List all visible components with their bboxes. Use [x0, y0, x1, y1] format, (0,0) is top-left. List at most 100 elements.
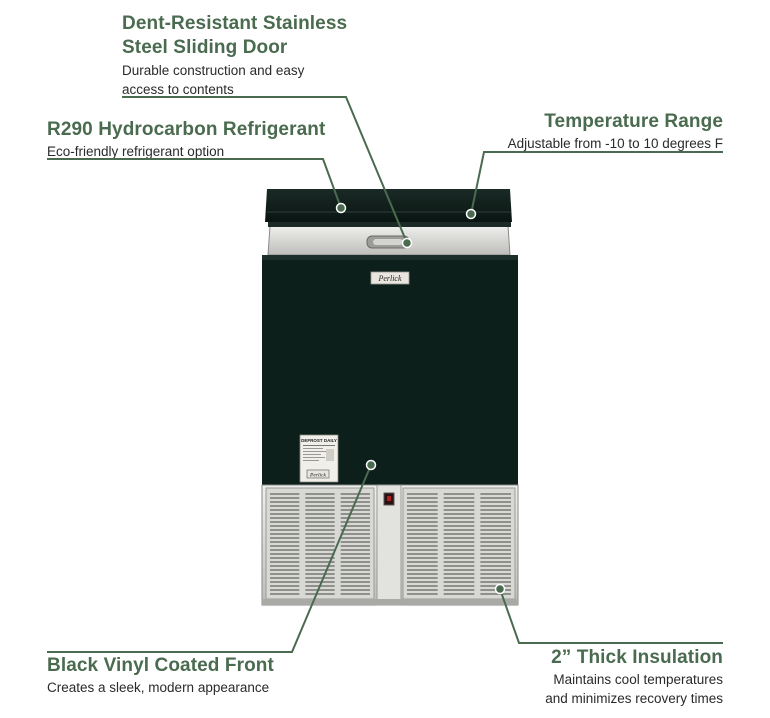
louver-slat	[340, 573, 370, 575]
louver-slat	[407, 513, 438, 515]
dot-refrigerant	[335, 202, 347, 214]
louver-slat	[270, 549, 300, 551]
louver-slat	[407, 569, 438, 571]
louver-slat	[407, 589, 438, 591]
louver-slat	[480, 505, 511, 507]
louver-slat	[340, 553, 370, 555]
louver-slat	[443, 537, 475, 539]
louver-slat	[443, 501, 475, 503]
louver-slat	[305, 545, 335, 547]
louver-slat	[443, 565, 475, 567]
louver-slat	[407, 529, 438, 531]
louver-slat	[480, 549, 511, 551]
louver-slat	[407, 593, 438, 595]
louver-slat	[270, 553, 300, 555]
louver-slat	[270, 589, 300, 591]
callout-insulation-title: 2” Thick Insulation	[551, 647, 723, 668]
louver-slat	[305, 493, 335, 495]
callout-insulation-desc-1: Maintains cool temperatures	[553, 672, 723, 687]
louver-slat	[480, 493, 511, 495]
louver-slat	[407, 561, 438, 563]
louver-slat	[443, 577, 475, 579]
louver-slat	[270, 585, 300, 587]
louver-slat	[407, 521, 438, 523]
louver-slat	[407, 573, 438, 575]
louver-slat	[305, 505, 335, 507]
louver-slat	[443, 513, 475, 515]
louver-slat	[443, 541, 475, 543]
louver-slat	[270, 561, 300, 563]
leader-line-temperature	[470, 151, 723, 215]
leader-line-door	[122, 96, 408, 244]
louver-slat	[407, 493, 438, 495]
callout-temperature: Temperature Range Adjustable from -10 to…	[508, 110, 723, 153]
louver-slat	[480, 569, 511, 571]
louver-slat	[407, 577, 438, 579]
louver-slat	[340, 589, 370, 591]
louver-slat	[407, 581, 438, 583]
callout-insulation-desc-2: and minimizes recovery times	[545, 691, 723, 706]
louver-slat	[305, 581, 335, 583]
louver-slat	[270, 505, 300, 507]
louver-slat	[270, 509, 300, 511]
leader-line-front	[47, 464, 372, 653]
louver-slat	[340, 505, 370, 507]
louver-slat	[340, 541, 370, 543]
louver-slat	[443, 569, 475, 571]
louver-slat	[443, 593, 475, 595]
louver-slat	[480, 529, 511, 531]
louver-slat	[443, 589, 475, 591]
louver-slat	[340, 513, 370, 515]
louver-slat	[305, 497, 335, 499]
louver-slat	[340, 577, 370, 579]
louver-slat	[407, 537, 438, 539]
louver-slat	[480, 557, 511, 559]
louver-slat	[407, 545, 438, 547]
louver-slat	[305, 529, 335, 531]
louver-slat	[270, 541, 300, 543]
louver-slat	[480, 553, 511, 555]
louver-slat	[407, 585, 438, 587]
louver-slat	[407, 565, 438, 567]
louver-slat	[480, 577, 511, 579]
louver-slat	[270, 525, 300, 527]
louver-slat	[443, 533, 475, 535]
sliding-door	[267, 222, 511, 256]
louver-slat	[305, 593, 335, 595]
louver-slat	[340, 593, 370, 595]
louver-slat	[480, 517, 511, 519]
louver-slat	[443, 529, 475, 531]
louver-slat	[480, 581, 511, 583]
louver-slat	[270, 497, 300, 499]
defrost-label-logo: Perlick	[309, 473, 326, 479]
louver-slat	[443, 573, 475, 575]
left-louvers	[270, 493, 370, 595]
louver-slat	[270, 533, 300, 535]
callout-front-desc: Creates a sleek, modern appearance	[47, 680, 270, 695]
louver-slat	[270, 565, 300, 567]
louver-slat	[270, 537, 300, 539]
louver-slat	[443, 545, 475, 547]
louver-slat	[305, 553, 335, 555]
louver-slat	[305, 557, 335, 559]
louver-slat	[443, 521, 475, 523]
louver-slat	[443, 557, 475, 559]
louver-slat	[305, 565, 335, 567]
louver-slat	[270, 581, 300, 583]
louver-slat	[480, 537, 511, 539]
louver-slat	[407, 517, 438, 519]
dot-temperature	[465, 208, 477, 220]
louver-slat	[270, 513, 300, 515]
louver-slat	[480, 533, 511, 535]
louver-slat	[305, 533, 335, 535]
louver-slat	[340, 545, 370, 547]
leader-line-refrigerant	[47, 158, 342, 209]
louver-slat	[480, 513, 511, 515]
louver-slat	[270, 569, 300, 571]
louver-slat	[340, 569, 370, 571]
louver-slat	[443, 497, 475, 499]
louver-slat	[340, 537, 370, 539]
leader-dots	[335, 202, 506, 595]
louver-slat	[270, 573, 300, 575]
louver-slat	[443, 561, 475, 563]
